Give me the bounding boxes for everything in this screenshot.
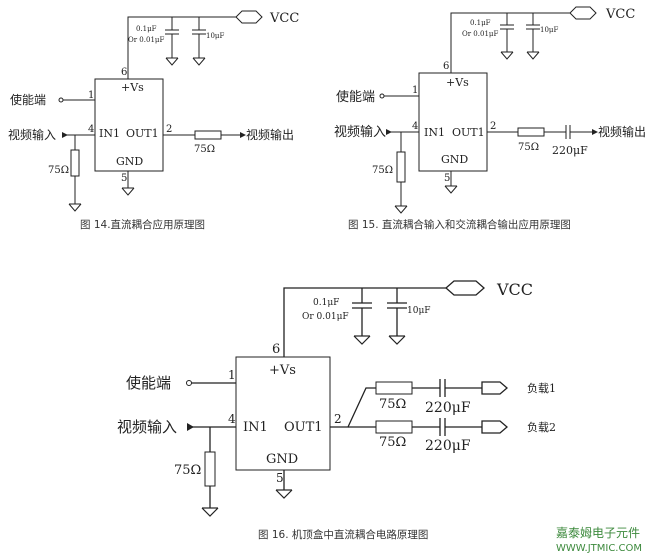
vcc-port-symbol xyxy=(569,6,597,20)
figure-16-caption: 图 16. 机顶盒中直流耦合电路原理图 xyxy=(258,528,428,541)
r-series-label: 75Ω xyxy=(518,142,539,153)
termination-resistor xyxy=(204,451,216,487)
video-out-label: 视频输出 xyxy=(598,124,646,139)
vcc-rail xyxy=(127,16,236,72)
c1-label: 220μF xyxy=(425,400,471,416)
in1-label: IN1 xyxy=(424,126,445,139)
in1-label: IN1 xyxy=(99,127,120,140)
r-term-label: 75Ω xyxy=(372,165,393,176)
pin2-number: 2 xyxy=(490,121,496,132)
gnd-label: GND xyxy=(116,155,143,168)
vcc-label: VCC xyxy=(496,280,533,299)
load1-label: 负载1 xyxy=(527,381,556,395)
video-in-label: 视频输入 xyxy=(8,127,56,142)
figure-15: VCC 0.1μF Or 0.01μF 10μF +Vs 6 IN1 OUT1 … xyxy=(334,6,646,231)
termination-resistor xyxy=(70,149,80,177)
amplifier-ic xyxy=(235,356,331,471)
r-term-label: 75Ω xyxy=(174,463,201,478)
pin1-number: 1 xyxy=(228,368,236,382)
series-resistor-1 xyxy=(375,381,413,395)
pin6-number: 6 xyxy=(272,342,280,357)
pin1-number: 1 xyxy=(412,85,418,96)
vcc-label: VCC xyxy=(269,11,299,26)
enable-label: 使能端 xyxy=(336,89,375,105)
cap2-label: 10μF xyxy=(407,306,431,316)
output-branch-1-wire xyxy=(330,387,376,428)
pin-vs-label: +Vs xyxy=(446,76,469,89)
load2-port xyxy=(481,420,508,434)
decoupling-cap-small xyxy=(165,17,179,66)
out1-label: OUT1 xyxy=(452,126,485,139)
c2-label: 220μF xyxy=(425,438,471,454)
figure-15-caption: 图 15. 直流耦合输入和交流耦合输出应用原理图 xyxy=(348,218,571,231)
enable-label: 使能端 xyxy=(10,92,46,107)
decoupling-cap-large xyxy=(192,17,206,66)
pin-vs-label: +Vs xyxy=(269,363,296,378)
pin6-number: 6 xyxy=(121,67,127,78)
out1-label: OUT1 xyxy=(126,127,159,140)
vcc-label: VCC xyxy=(605,7,635,22)
cap1-label: 0.1μF xyxy=(136,25,157,33)
series-resistor xyxy=(194,130,222,140)
vcc-rail xyxy=(283,287,446,357)
pin4-number: 4 xyxy=(228,412,236,426)
pin1-number: 1 xyxy=(88,90,94,101)
out1-label: OUT1 xyxy=(284,420,323,435)
r1-label: 75Ω xyxy=(379,397,406,412)
enable-label: 使能端 xyxy=(126,374,171,392)
decoupling-cap-large xyxy=(526,13,540,60)
watermark-company-name: 嘉泰姆电子元件 xyxy=(556,526,640,540)
decoupling-cap-small xyxy=(352,288,372,345)
pin-vs-label: +Vs xyxy=(121,81,144,94)
r2-label: 75Ω xyxy=(379,435,406,450)
pin4-number: 4 xyxy=(88,124,94,135)
vcc-port-symbol xyxy=(235,10,263,24)
series-resistor xyxy=(517,127,545,137)
decoupling-cap-large xyxy=(387,288,407,345)
r-series-label: 75Ω xyxy=(194,144,215,155)
pin5-number: 5 xyxy=(276,471,284,485)
cap1-alt-label: Or 0.01μF xyxy=(128,36,164,44)
video-out-label: 视频输出 xyxy=(246,127,294,142)
load1-port xyxy=(481,381,508,395)
pin2-number: 2 xyxy=(166,124,172,135)
amplifier-ic xyxy=(94,78,164,172)
cap1-alt-label: Or 0.01μF xyxy=(302,312,349,322)
pin4-number: 4 xyxy=(412,121,418,132)
c-out-label: 220μF xyxy=(552,144,588,157)
amplifier-ic xyxy=(418,72,488,172)
cap1-label: 0.1μF xyxy=(470,19,491,27)
in1-label: IN1 xyxy=(243,420,268,435)
figure-14-caption: 图 14.直流耦合应用原理图 xyxy=(80,218,205,231)
decoupling-cap-small xyxy=(500,13,514,60)
figure-14: VCC 0.1μF Or 0.01μF 10μF +Vs 6 IN1 OUT1 … xyxy=(8,10,299,231)
watermark-url: WWW.JTMIC.COM xyxy=(556,543,642,554)
cap1-label: 0.1μF xyxy=(313,298,339,308)
video-in-label: 视频输入 xyxy=(334,124,386,140)
cap2-label: 10μF xyxy=(206,32,224,40)
r-term-label: 75Ω xyxy=(48,165,69,176)
termination-resistor xyxy=(396,151,406,183)
vcc-port-symbol xyxy=(445,280,485,296)
pin2-number: 2 xyxy=(334,412,342,426)
load2-label: 负载2 xyxy=(527,420,556,434)
pin5-number: 5 xyxy=(444,173,450,184)
video-in-label: 视频输入 xyxy=(117,418,177,436)
gnd-label: GND xyxy=(266,452,298,467)
pin6-number: 6 xyxy=(443,61,449,72)
gnd-label: GND xyxy=(441,153,468,166)
figure-16: VCC 0.1μF Or 0.01μF 10μF +Vs 6 IN1 OUT1 … xyxy=(117,280,556,541)
cap2-label: 10μF xyxy=(540,26,558,34)
pin5-number: 5 xyxy=(121,173,127,184)
series-resistor-2 xyxy=(375,420,413,434)
vcc-rail xyxy=(450,12,570,66)
cap1-alt-label: Or 0.01μF xyxy=(462,30,498,38)
